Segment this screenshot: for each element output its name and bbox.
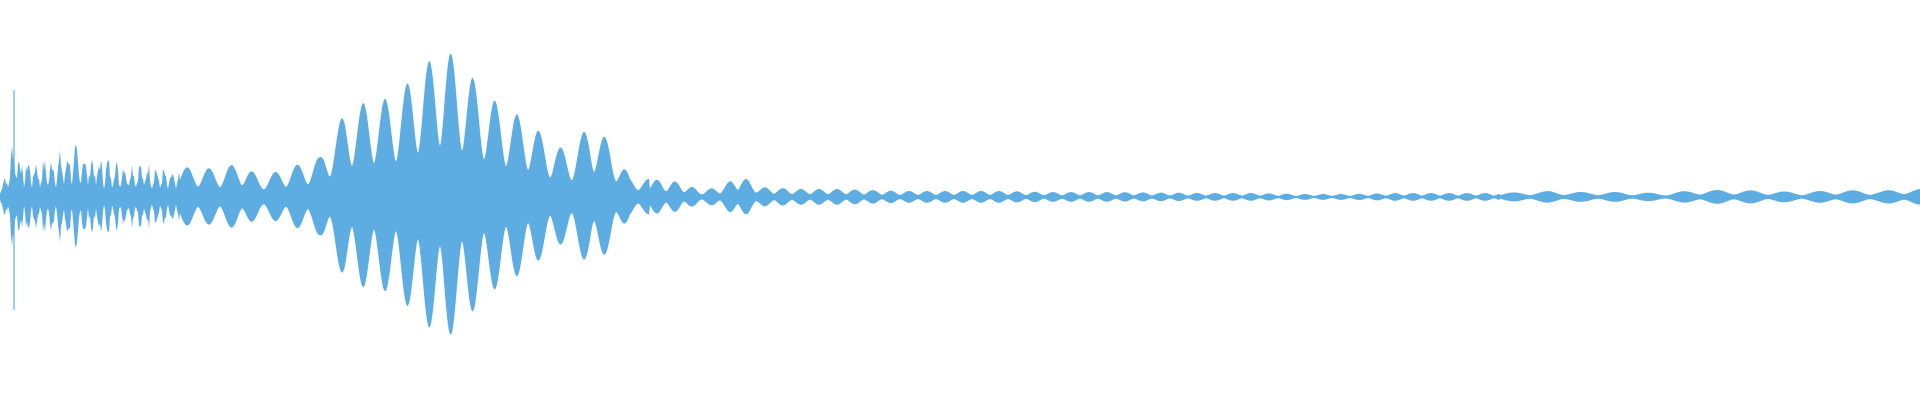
waveform-shape: [0, 53, 1920, 335]
waveform-bars: [0, 53, 1920, 335]
